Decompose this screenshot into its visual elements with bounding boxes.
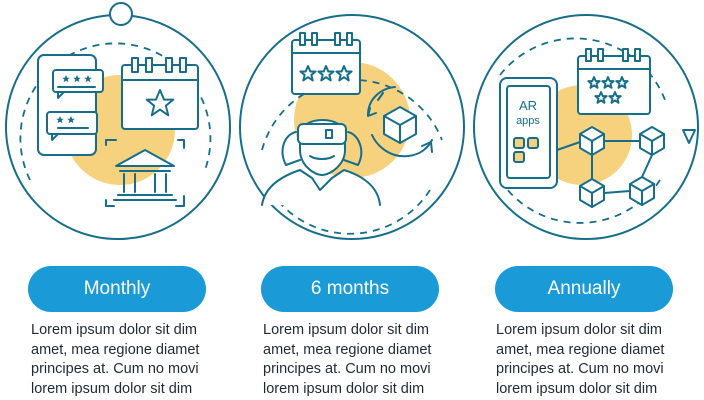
desc-line: Lorem ipsum dolor sit dim	[31, 322, 197, 338]
calendar-rating-icon-2	[577, 48, 651, 115]
calendar-star-icon	[121, 57, 199, 130]
step-label-6-months: 6 months	[261, 266, 439, 312]
end-arrow-icon	[682, 129, 696, 144]
step-ring-3	[473, 14, 699, 240]
desc-line: Lorem ipsum dolor sit dim	[496, 322, 662, 338]
desc-line: principes at. Cum no movi	[263, 361, 431, 377]
desc-line: Lorem ipsum dolor sit dim	[263, 322, 429, 338]
rotating-cube-icon	[367, 86, 433, 158]
apps-label: apps	[516, 115, 540, 127]
desc-line: lorem ipsum dolor sit dim	[31, 380, 193, 397]
step-label-monthly: Monthly	[28, 266, 206, 312]
start-dot	[109, 2, 133, 26]
step-label-text: Monthly	[83, 278, 151, 299]
bank-building-icon	[105, 139, 185, 207]
step-description-3: Lorem ipsum dolor sit dim amet, mea regi…	[496, 321, 701, 399]
desc-line: lorem ipsum dolor sit dim	[496, 380, 658, 397]
desc-line: amet, mea regione diamet	[496, 341, 665, 358]
ar-apps-phone-icon	[499, 77, 558, 189]
step-label-text: Annually	[547, 278, 621, 299]
vr-headset-user-icon	[261, 119, 381, 206]
step-description-1: Lorem ipsum dolor sit dim amet, mea regi…	[31, 321, 236, 399]
orbit-1	[19, 42, 212, 181]
cube-network-icon	[556, 126, 665, 208]
desc-line: amet, mea regione diamet	[263, 341, 432, 358]
desc-line: lorem ipsum dolor sit dim	[263, 380, 425, 397]
step-label-annually: Annually	[495, 266, 673, 312]
step-ring-2	[239, 14, 465, 240]
orbit-3	[499, 37, 666, 101]
desc-line: principes at. Cum no movi	[496, 361, 664, 377]
calendar-rating-icon	[291, 32, 361, 95]
step-description-2: Lorem ipsum dolor sit dim amet, mea regi…	[263, 321, 468, 399]
desc-line: amet, mea regione diamet	[31, 341, 200, 358]
desc-line: principes at. Cum no movi	[31, 361, 199, 377]
ar-label: AR	[519, 98, 537, 113]
smartphone-reviews-icon	[37, 54, 104, 156]
orbit-2b	[269, 189, 431, 235]
step-label-text: 6 months	[310, 278, 390, 299]
